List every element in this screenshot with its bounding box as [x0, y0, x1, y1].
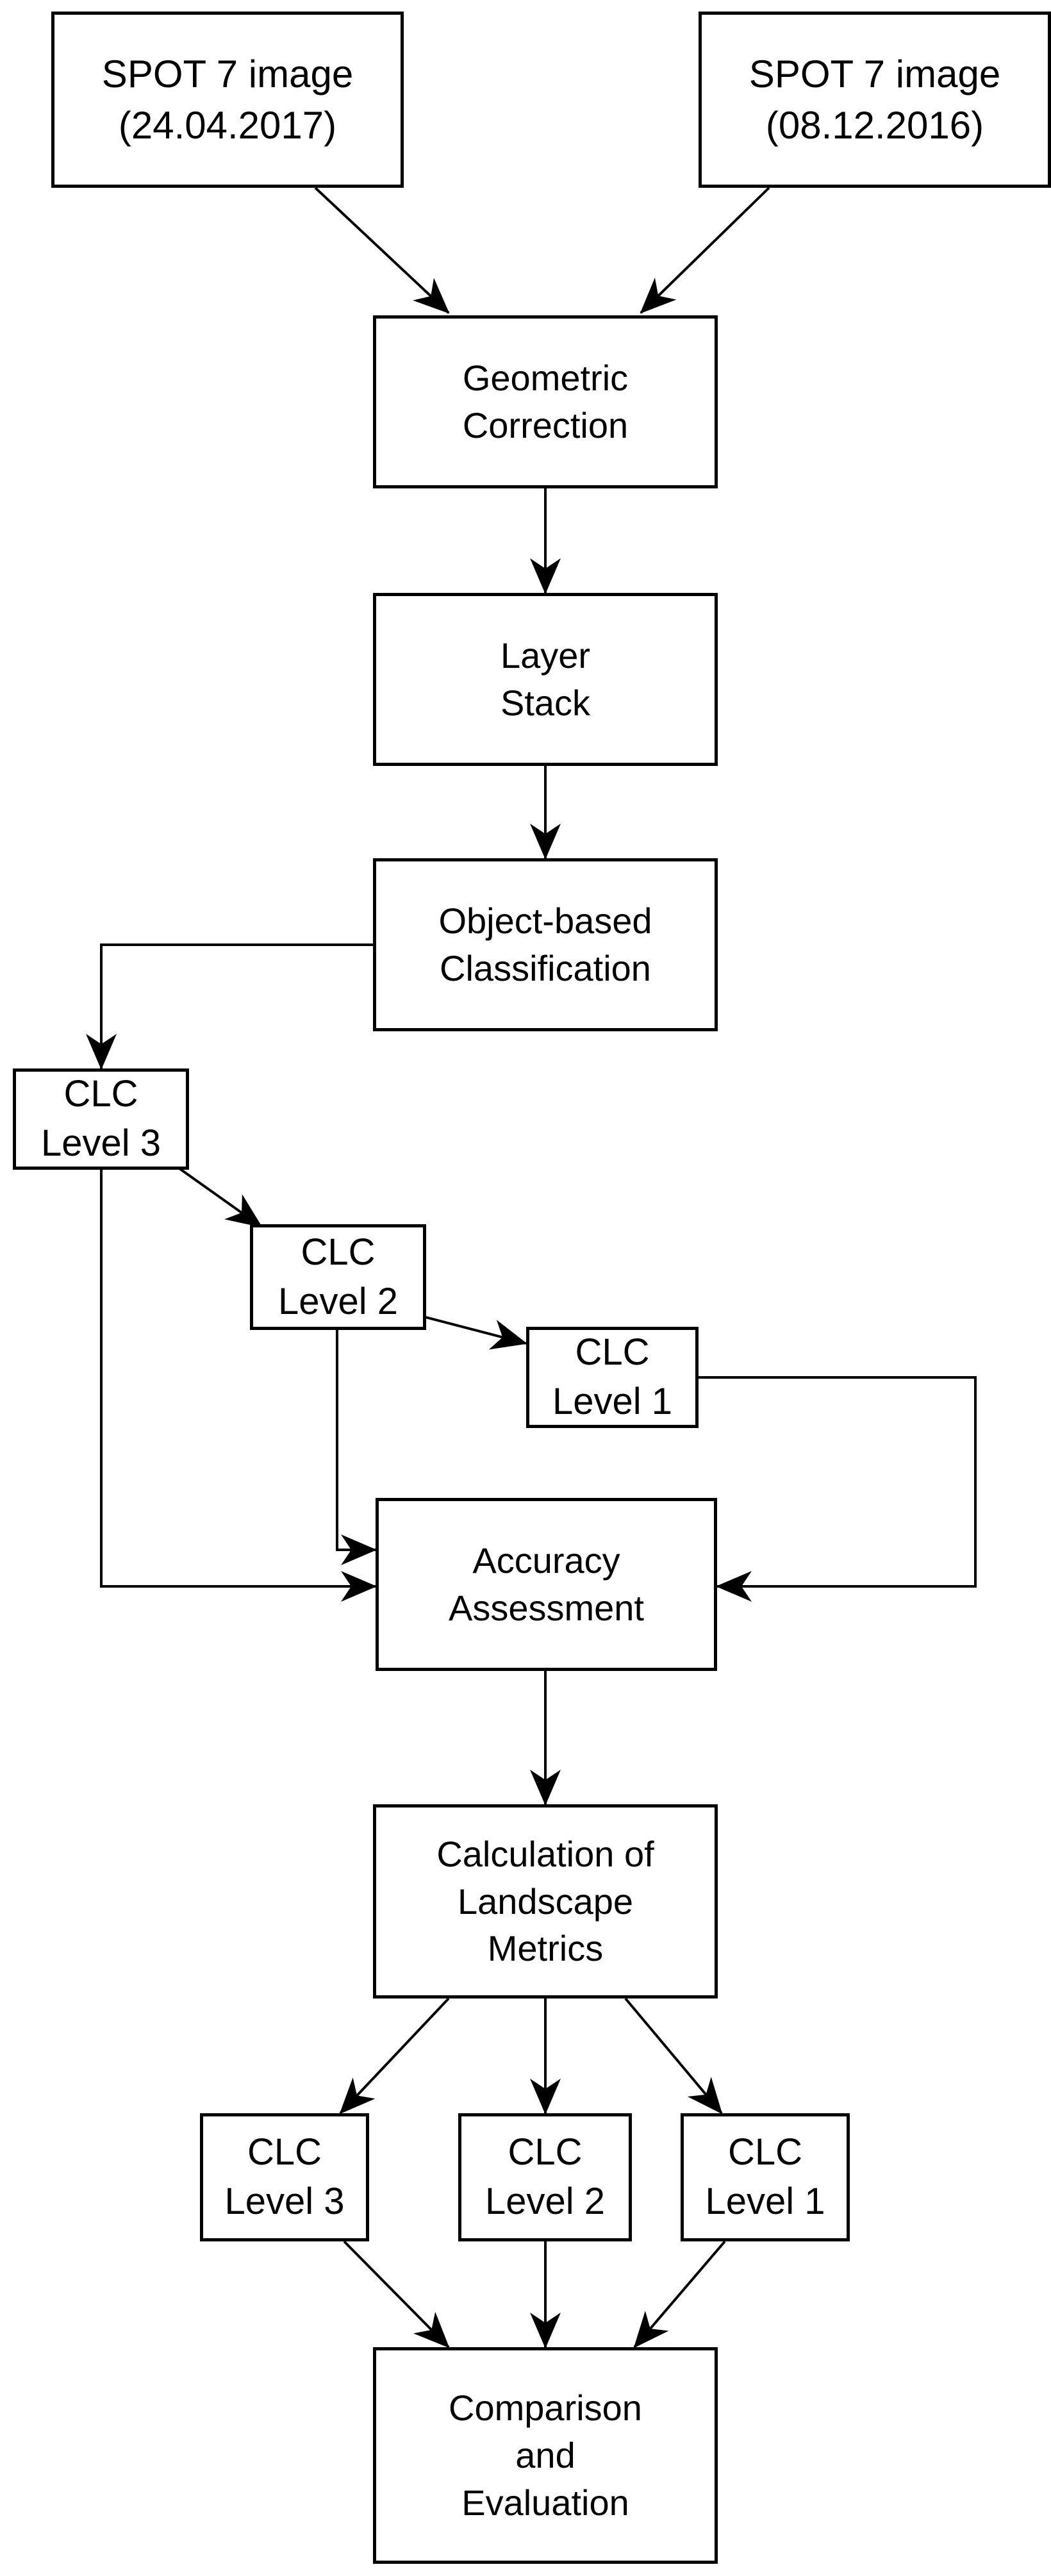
landscape-metrics-line1: Calculation of — [436, 1833, 654, 1874]
arrow-clc3-to-accuracy — [100, 1167, 377, 1602]
geometric-correction-line2: Correction — [462, 405, 629, 445]
arrow-clc2-to-clc1 — [422, 1315, 527, 1350]
clc-level1-a-line2: Level 1 — [552, 1381, 673, 1422]
comparison-line3: Evaluation — [461, 2482, 629, 2523]
clc-level3-box-b: CLC Level 3 — [200, 2113, 369, 2241]
object-classification-line1: Object-based — [438, 901, 652, 942]
arrow-metrics-to-clc3b — [339, 1997, 450, 2115]
arrow-clc1-to-accuracy — [699, 1376, 977, 1602]
arrow-classification-to-clc3 — [86, 943, 373, 1070]
arrow-metrics-to-clc1b — [624, 1997, 723, 2115]
clc-level1-a-line1: CLC — [575, 1331, 650, 1374]
clc-level3-a-line2: Level 3 — [40, 1122, 161, 1164]
clc-level2-box-b: CLC Level 2 — [458, 2113, 632, 2241]
clc-level1-box-a: CLC Level 1 — [526, 1327, 699, 1428]
landscape-metrics-box: Calculation of Landscape Metrics — [373, 1804, 718, 1998]
clc-level2-b-line1: CLC — [508, 2131, 583, 2173]
layer-stack-line2: Stack — [500, 683, 591, 723]
clc-level1-b-line1: CLC — [727, 2131, 803, 2173]
spot7-2017-line1: SPOT 7 image — [101, 53, 354, 96]
clc-level3-box-a: CLC Level 3 — [13, 1068, 189, 1170]
landscape-metrics-line2: Landscape — [457, 1881, 633, 1922]
clc-level1-b-line2: Level 1 — [705, 2181, 825, 2222]
object-based-classification-box: Object-based Classification — [373, 858, 718, 1031]
geometric-correction-line1: Geometric — [462, 358, 629, 399]
accuracy-assessment-box: Accuracy Assessment — [376, 1498, 717, 1671]
geometric-correction-box: Geometric Correction — [373, 315, 718, 488]
accuracy-assessment-line2: Assessment — [449, 1588, 644, 1628]
arrow-clc3b-to-comparison — [343, 2240, 450, 2348]
arrow-clc2-to-accuracy — [336, 1330, 377, 1565]
clc-level3-a-line1: CLC — [63, 1073, 138, 1115]
comparison-line2: and — [515, 2435, 575, 2476]
arrow-spot2017-to-geocorr — [314, 187, 450, 314]
landscape-metrics-line3: Metrics — [487, 1928, 604, 1969]
clc-level1-box-b: CLC Level 1 — [681, 2113, 850, 2241]
spot7-2016-line1: SPOT 7 image — [749, 53, 1001, 96]
clc-level2-a-line1: CLC — [301, 1231, 376, 1273]
comparison-evaluation-box: Comparison and Evaluation — [373, 2347, 718, 2564]
object-classification-line2: Classification — [440, 948, 651, 988]
layer-stack-box: Layer Stack — [373, 593, 718, 766]
spot7-image-2017-box: SPOT 7 image (24.04.2017) — [51, 12, 404, 188]
clc-level3-b-line1: CLC — [247, 2131, 322, 2173]
comparison-line1: Comparison — [449, 2388, 642, 2429]
clc-level2-box-a: CLC Level 2 — [250, 1224, 426, 1330]
arrow-spot2016-to-geocorr — [640, 187, 770, 314]
clc-level2-a-line2: Level 2 — [277, 1280, 399, 1322]
accuracy-assessment-line1: Accuracy — [472, 1540, 620, 1581]
spot7-2016-line2: (08.12.2016) — [765, 103, 984, 147]
arrow-clc1b-to-comparison — [633, 2240, 726, 2348]
arrow-clc3-to-clc2 — [172, 1163, 263, 1228]
clc-level3-b-line2: Level 3 — [224, 2181, 345, 2222]
layer-stack-line1: Layer — [500, 635, 591, 676]
clc-level2-b-line2: Level 2 — [484, 2181, 606, 2222]
spot7-2017-line2: (24.04.2017) — [118, 103, 337, 147]
spot7-image-2016-box: SPOT 7 image (08.12.2016) — [699, 12, 1051, 188]
